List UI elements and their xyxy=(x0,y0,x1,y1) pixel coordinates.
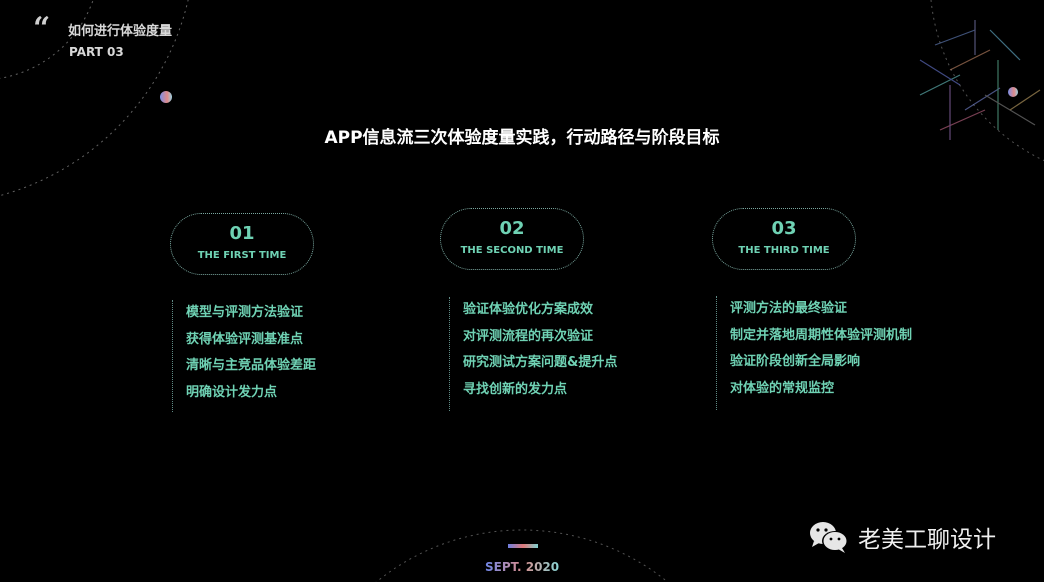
page-title: APP信息流三次体验度量实践，行动路径与阶段目标 xyxy=(324,128,720,148)
stage-2-number: 02 xyxy=(499,218,525,239)
stage-2-list: 验证体验优化方案成效 对评测流程的再次验证 研究测试方案问题&提升点 寻找创新的… xyxy=(449,297,617,411)
section-part-label: PART 03 xyxy=(69,45,124,59)
list-item: 验证体验优化方案成效 xyxy=(463,302,594,317)
list-item: 获得体验评测基准点 xyxy=(186,331,304,347)
list-item: 对体验的常规监控 xyxy=(730,380,835,396)
stage-2-subtitle: THE SECOND TIME xyxy=(460,245,564,256)
stage-3-number: 03 xyxy=(771,218,797,239)
brand-label: 老美工聊设计 xyxy=(858,527,996,553)
orbit-dot-right xyxy=(1008,87,1018,97)
wechat-icon xyxy=(810,522,848,553)
quote-mark-icon: “ xyxy=(33,11,50,46)
stage-1-list: 模型与评测方法验证 获得体验评测基准点 清晰与主竞品体验差距 明确设计发力点 xyxy=(172,300,316,412)
list-item: 制定并落地周期性体验评测机制 xyxy=(730,327,913,343)
stage-2-badge: 02 THE SECOND TIME xyxy=(440,208,584,270)
list-item: 对评测流程的再次验证 xyxy=(463,328,594,344)
date-label: SEPT. 2020 xyxy=(485,560,560,574)
stage-3-list: 评测方法的最终验证 制定并落地周期性体验评测机制 验证阶段创新全局影响 对体验的… xyxy=(716,296,912,410)
brand-watermark: 老美工聊设计 xyxy=(808,520,996,554)
list-item: 明确设计发力点 xyxy=(186,384,278,400)
orbit-arc-right xyxy=(930,0,1044,162)
stage-1-badge: 01 THE FIRST TIME xyxy=(170,213,314,275)
stage-1-subtitle: THE FIRST TIME xyxy=(197,250,287,261)
orbit-dot-left xyxy=(160,91,172,103)
section-title: 如何进行体验度量 xyxy=(68,24,173,39)
orbit-arc-bottom xyxy=(375,529,669,582)
orbit-arc-inner xyxy=(0,0,94,79)
list-item: 模型与评测方法验证 xyxy=(186,305,304,320)
list-item: 研究测试方案问题&提升点 xyxy=(463,355,618,370)
stage-3-badge: 03 THE THIRD TIME xyxy=(712,208,856,270)
sparkle-cluster xyxy=(919,20,1041,140)
list-item: 清晰与主竞品体验差距 xyxy=(186,358,317,373)
list-item: 评测方法的最终验证 xyxy=(730,301,848,316)
list-item: 验证阶段创新全局影响 xyxy=(730,354,861,369)
stage-1-number: 01 xyxy=(229,223,255,244)
stage-3-subtitle: THE THIRD TIME xyxy=(738,245,830,256)
list-item: 寻找创新的发力点 xyxy=(463,381,568,397)
date-accent-bar xyxy=(508,544,538,548)
